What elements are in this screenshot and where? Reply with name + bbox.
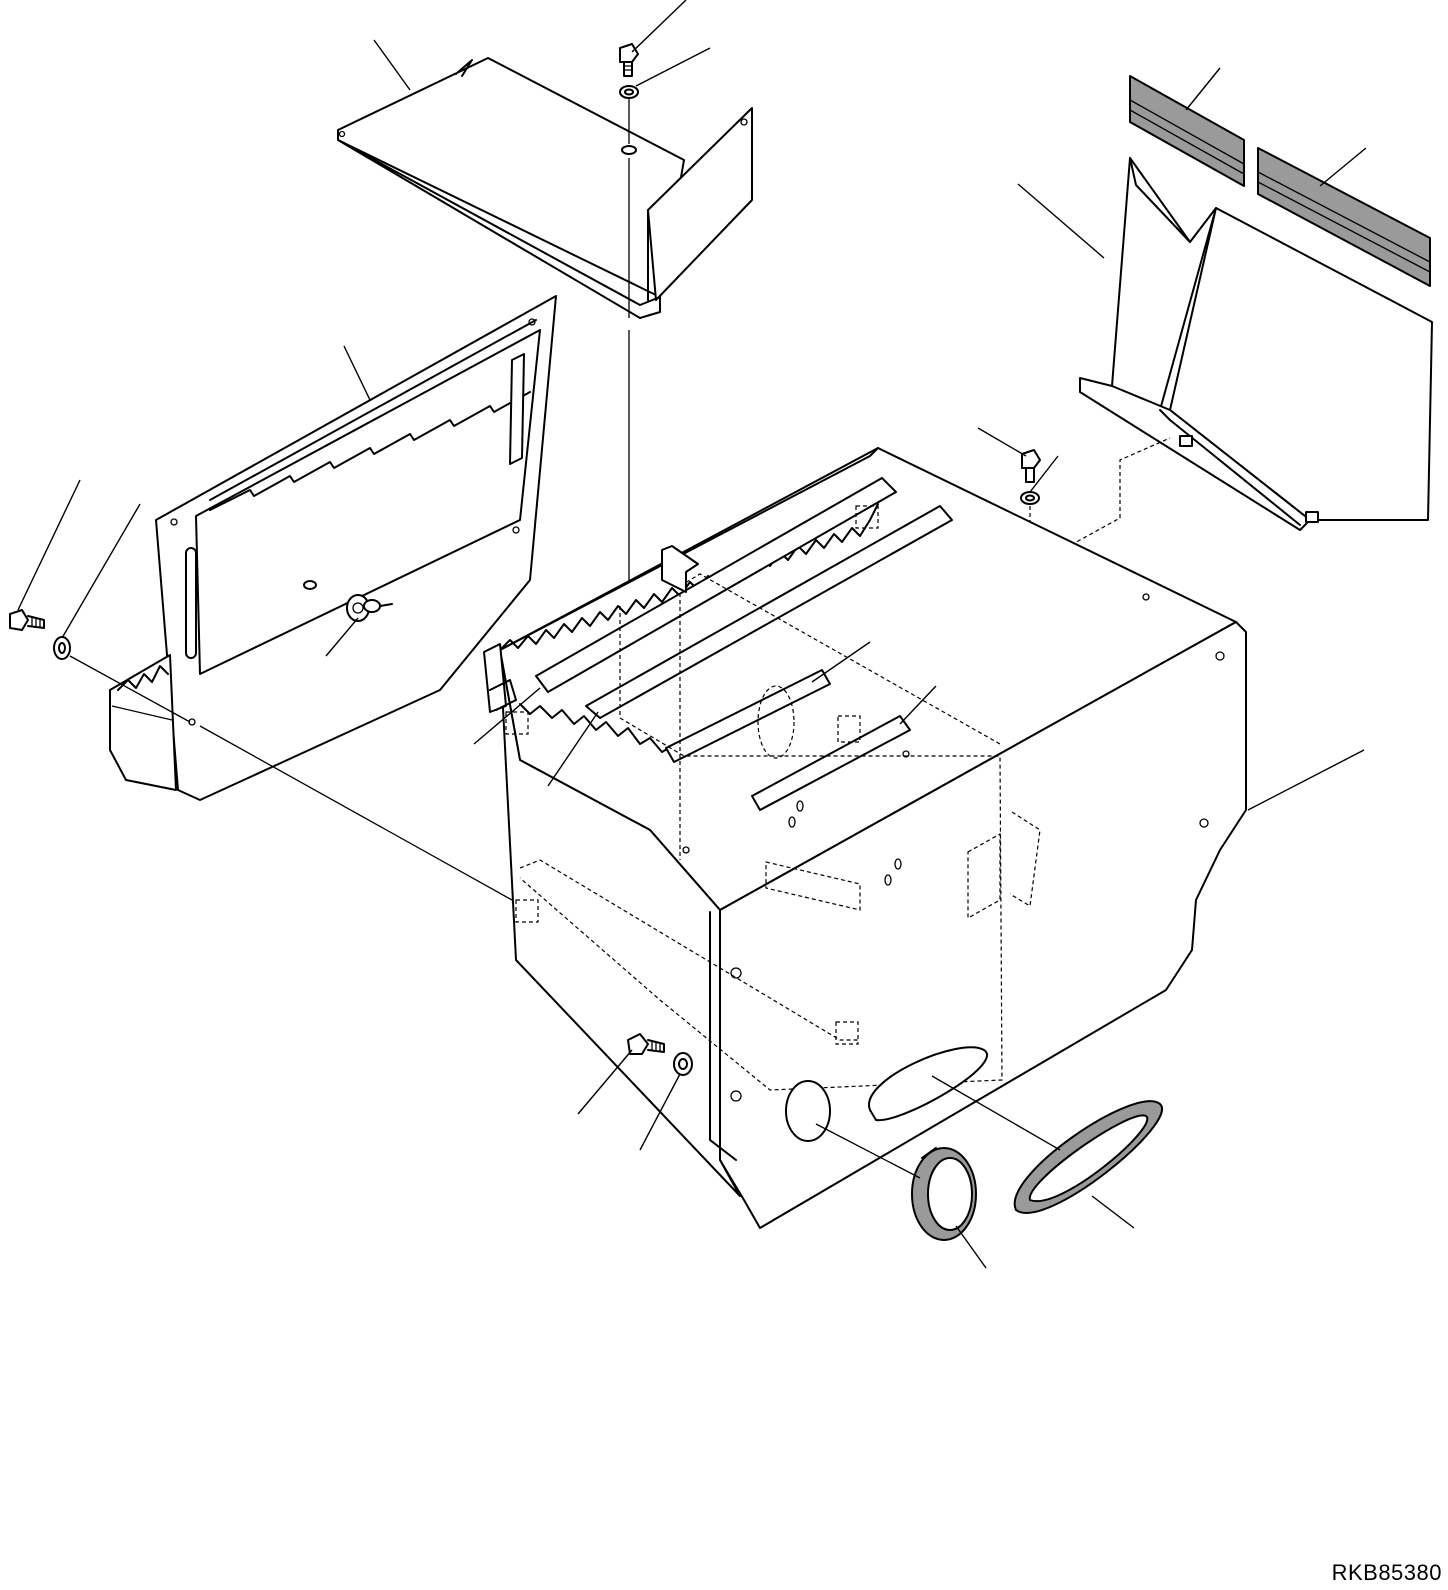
- seal-strip-right: [1257, 147, 1431, 287]
- leader-bolt-left: [17, 479, 81, 611]
- leader-main-box: [1247, 749, 1365, 811]
- assembly-line-grommet-2: [931, 1075, 1061, 1151]
- washer-right: [1020, 491, 1040, 505]
- leader-side-partition: [1017, 183, 1105, 259]
- leader-oval-grommet: [1091, 1195, 1135, 1229]
- callout-leaders: [17, 0, 1367, 1269]
- leader-top-cover-plate: [373, 39, 411, 91]
- latch-knob: [346, 594, 393, 622]
- leader-bolt-bottom: [577, 1049, 633, 1115]
- left-door-panel: [109, 295, 557, 801]
- side-partition: [1079, 157, 1433, 531]
- washer-left: [53, 636, 71, 660]
- leader-step-tread-2: [547, 711, 599, 787]
- bolt-top: [619, 43, 639, 77]
- oval-grommet: [1013, 1100, 1163, 1214]
- bolt-right: [1021, 449, 1041, 483]
- assembly-line-grommet-1: [815, 1123, 921, 1179]
- leader-bolt-right: [977, 427, 1027, 457]
- bolt-left: [9, 609, 45, 631]
- leader-washer-bottom: [639, 1073, 681, 1151]
- top-cover-plate: [337, 57, 753, 319]
- leader-round-grommet: [955, 1225, 987, 1269]
- leader-washer-right: [1029, 455, 1059, 493]
- round-grommet: [911, 1147, 977, 1241]
- leader-seal-strip-left: [1185, 67, 1221, 111]
- washer-bottom: [673, 1052, 693, 1076]
- seal-strip-left: [1129, 75, 1245, 187]
- leader-washer-top: [635, 47, 711, 87]
- leader-pad-1: [811, 641, 871, 683]
- bolt-bottom: [627, 1033, 665, 1055]
- leader-pad-2: [899, 685, 937, 725]
- leader-latch-knob: [325, 617, 359, 657]
- leader-step-tread-1: [473, 687, 541, 745]
- assembly-line-left: [69, 655, 513, 901]
- drawing-reference-code: RKB85380: [1331, 1560, 1442, 1585]
- leader-bolt-top: [631, 0, 687, 53]
- leader-left-door-panel: [343, 345, 371, 401]
- leader-washer-left: [61, 503, 141, 639]
- washer-top: [619, 85, 639, 99]
- leader-seal-strip-right: [1319, 147, 1367, 187]
